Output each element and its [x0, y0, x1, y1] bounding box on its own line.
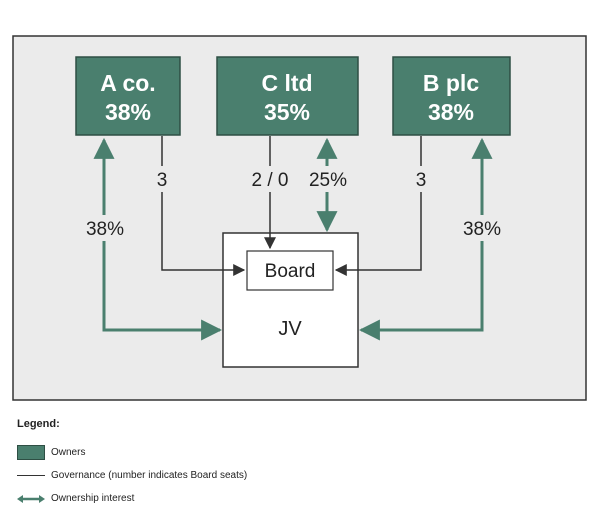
jv-box: JV [222, 232, 359, 368]
owner-percent-a: 38% [105, 99, 151, 125]
owner-name-b: B plc [423, 70, 479, 96]
governance-line-icon [17, 475, 45, 476]
ownership-line-a [93, 137, 223, 341]
governance-label-a: 3 [157, 170, 168, 191]
governance-label-c: 2 / 0 [252, 170, 289, 191]
ownership-label-b: 38% [463, 219, 501, 240]
owner-box-a: A co. 38% [75, 56, 181, 136]
owner-name-c: C ltd [261, 70, 312, 96]
legend-governance-label: Governance (number indicates Board seats… [51, 470, 248, 481]
legend-row-governance: Governance (number indicates Board seats… [17, 464, 577, 487]
legend: Legend: Owners Governance (number indica… [17, 418, 577, 510]
ownership-line-b [358, 137, 493, 341]
owner-name-a: A co. [100, 70, 155, 96]
board-box: Board [246, 250, 334, 291]
governance-label-b: 3 [416, 170, 427, 191]
board-label: Board [265, 261, 316, 282]
legend-row-ownership: Ownership interest [17, 487, 577, 510]
owner-box-c: C ltd 35% [216, 56, 359, 136]
legend-row-owners: Owners [17, 441, 577, 464]
jv-label: JV [278, 318, 302, 340]
ownership-diagram: A co. 38% C ltd 35% B plc 38% JV Board 3… [12, 35, 587, 401]
owner-percent-c: 35% [264, 99, 310, 125]
double-arrow-icon [17, 494, 45, 503]
legend-ownership-label: Ownership interest [51, 493, 135, 504]
legend-owners-label: Owners [51, 447, 86, 458]
owner-box-b: B plc 38% [392, 56, 511, 136]
ownership-label-c: 25% [309, 170, 347, 191]
owner-swatch-icon [17, 445, 45, 460]
legend-title: Legend: [17, 418, 60, 430]
owner-percent-b: 38% [428, 99, 474, 125]
ownership-label-a: 38% [86, 219, 124, 240]
